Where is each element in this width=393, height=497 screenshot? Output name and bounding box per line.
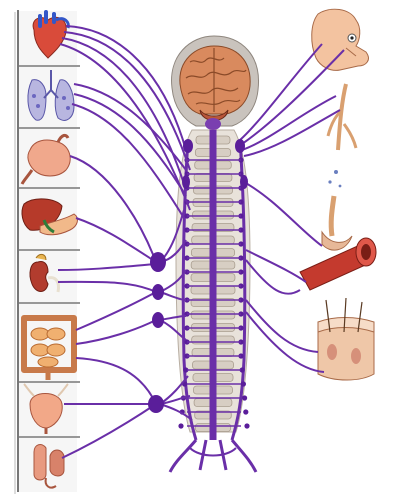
skin-hair-icon — [318, 298, 374, 380]
pelvic-ganglion — [148, 395, 164, 413]
chain-ganglion — [178, 423, 183, 428]
chain-ganglion — [242, 395, 247, 400]
sweat-gland-icon — [322, 170, 352, 250]
head-eye-icon — [312, 9, 369, 70]
left-organ-panels — [15, 10, 80, 494]
celiac-ganglion — [150, 252, 166, 272]
chain-ganglion — [243, 409, 248, 414]
superior-mesenteric-ganglion — [152, 284, 164, 300]
brain-icon — [172, 36, 259, 130]
chain-ganglion — [244, 423, 249, 428]
prevertebral-ganglia — [148, 252, 166, 413]
blood-vessel-icon — [328, 84, 356, 150]
right-targets — [300, 9, 376, 380]
chain-ganglion — [241, 381, 246, 386]
inferior-mesenteric-ganglion — [152, 312, 164, 328]
